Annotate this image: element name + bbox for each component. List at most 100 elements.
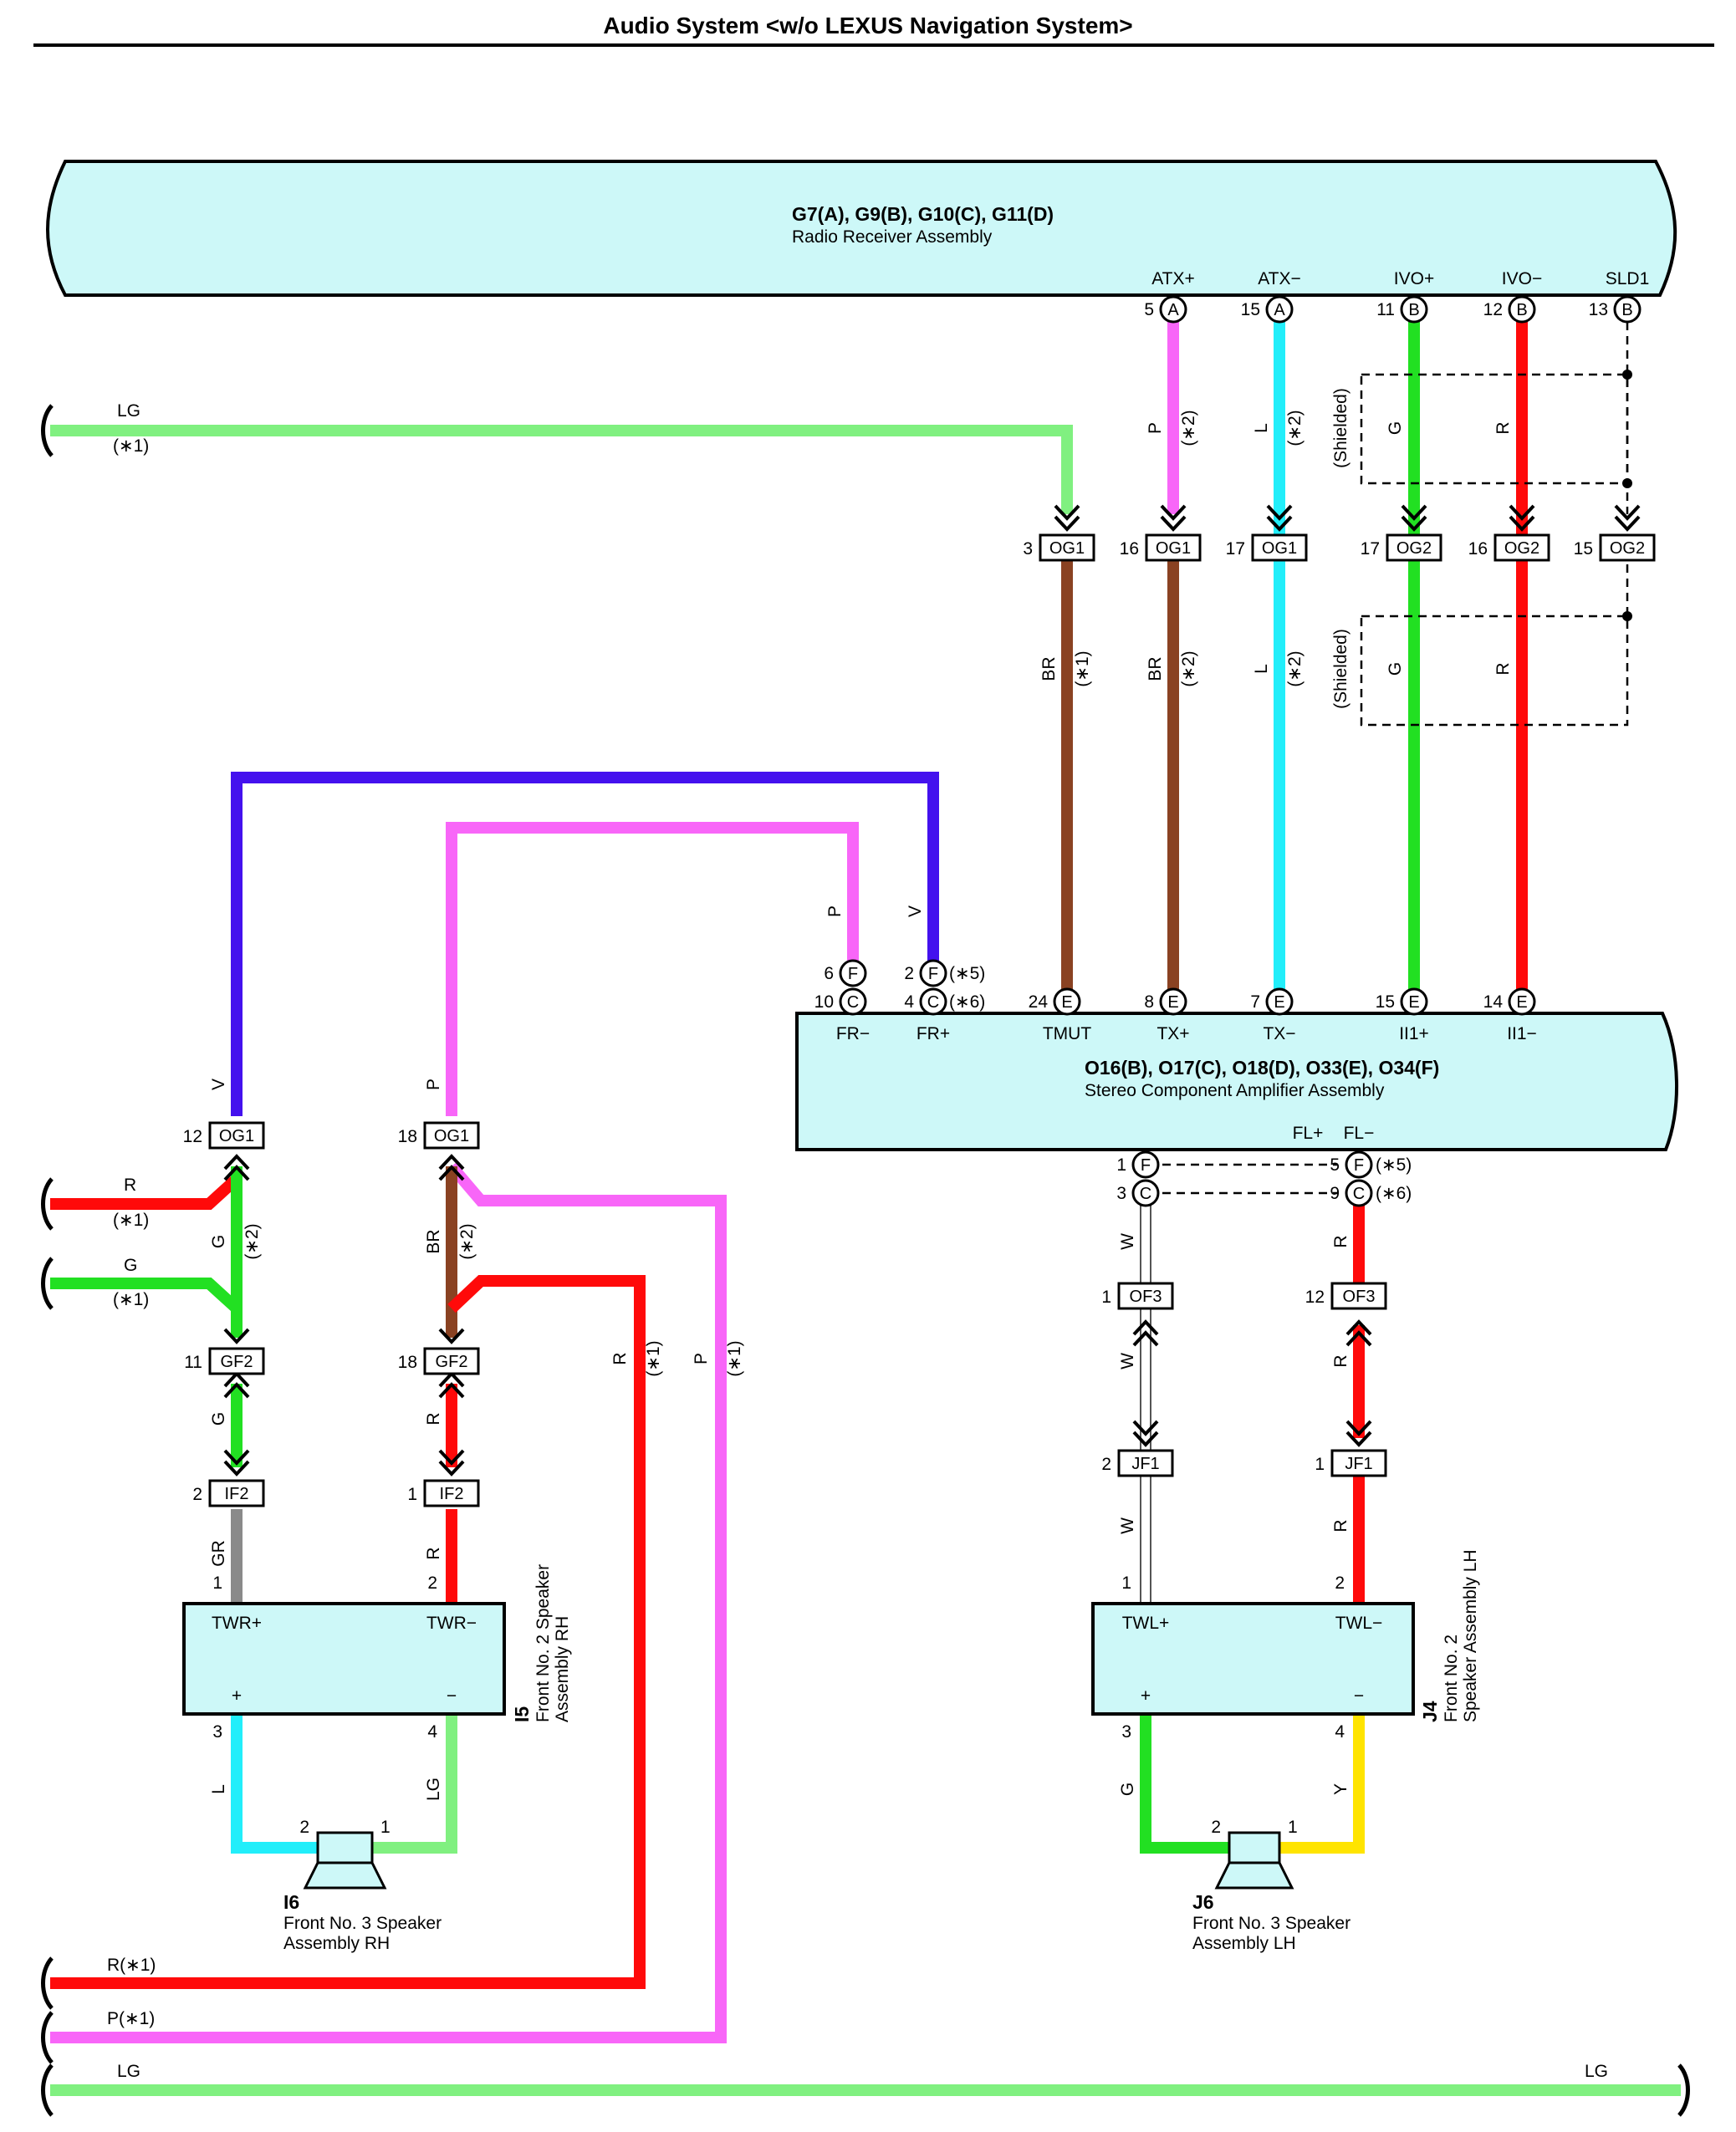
- label-tx-minus-l: L: [1252, 664, 1271, 674]
- label-lg-top-note: (∗1): [113, 436, 149, 456]
- label-rh-l: L: [209, 1784, 228, 1794]
- svg-text:12: 12: [1483, 300, 1503, 319]
- twl-plus-label: TWL+: [1122, 1614, 1170, 1633]
- label-ii1-minus-r: R: [1493, 662, 1513, 675]
- pin-twl-plus: 1: [1121, 1573, 1131, 1593]
- label-tmut-br: BR: [1039, 656, 1059, 681]
- stereo-amplifier-assembly: FR− FR+ TMUT TX+ TX− II1+ II1− O16(B), O…: [795, 1012, 1678, 1151]
- label-br-n2-note: (∗2): [457, 1223, 477, 1259]
- wire-lg-rh-spk: [372, 1714, 457, 1854]
- svg-text:10: 10: [814, 992, 834, 1012]
- wire-lg-top: [50, 425, 1073, 514]
- shield-box-lower: [1360, 615, 1629, 727]
- wire-labels: LG (∗1) P (∗2) L (∗2) (Shielded) G R BR …: [107, 388, 1608, 2081]
- radio-term-atx-plus: ATX+: [1151, 269, 1195, 288]
- label-of3-jf1-r: R: [1331, 1354, 1351, 1367]
- svg-text:3: 3: [1116, 1184, 1126, 1203]
- pin-lh-spk-2: 2: [1211, 1818, 1221, 1837]
- speaker-rh-line1: Front No. 3 Speaker: [283, 1914, 442, 1933]
- pin-lh-out-plus: 3: [1121, 1722, 1131, 1742]
- amp-name: Stereo Component Amplifier Assembly: [1085, 1081, 1385, 1100]
- wire-y-lh-spk: [1279, 1714, 1365, 1854]
- svg-text:GF2: GF2: [436, 1353, 468, 1371]
- speaker-rh-code: I6: [283, 1891, 299, 1913]
- svg-text:11: 11: [184, 1353, 202, 1372]
- svg-text:1: 1: [1315, 1455, 1325, 1474]
- junction-og2-16: OG2 16: [1468, 533, 1550, 562]
- label-lh-g: G: [1118, 1783, 1137, 1796]
- label-og1-12-v: V: [209, 1079, 228, 1090]
- shield-dots: [1622, 370, 1632, 621]
- label-shielded-upper: (Shielded): [1331, 388, 1351, 468]
- terminal-tx-plus: E 8: [1144, 987, 1187, 1016]
- svg-text:E: E: [1516, 993, 1527, 1012]
- svg-text:(∗5): (∗5): [1376, 1155, 1412, 1175]
- svg-text:1: 1: [1101, 1288, 1111, 1307]
- junction-jf1-1: JF1 1: [1315, 1449, 1387, 1477]
- svg-text:9: 9: [1330, 1184, 1340, 1203]
- label-ivo-minus-r: R: [1493, 421, 1513, 434]
- label-lg-bottom-left: LG: [117, 2062, 140, 2081]
- svg-text:1: 1: [407, 1485, 417, 1504]
- pin-rh-spk-2: 2: [299, 1818, 309, 1837]
- label-r-left-note: (∗1): [113, 1211, 149, 1230]
- speaker-lh-line2: Assembly LH: [1192, 1934, 1296, 1953]
- svg-text:OG2: OG2: [1610, 539, 1645, 558]
- svg-text:12: 12: [1305, 1288, 1325, 1307]
- fl-dashed-links: [1162, 1163, 1338, 1195]
- svg-text:15: 15: [1574, 539, 1593, 559]
- svg-text:IF2: IF2: [440, 1485, 464, 1503]
- wire-fr-plus-v: [231, 772, 939, 1116]
- svg-text:2: 2: [192, 1485, 202, 1504]
- svg-text:1: 1: [1116, 1155, 1126, 1175]
- amp-terminal-pins: F 6 C 10 F 2 (∗5) C 4 (∗6) E 24 E: [814, 959, 1536, 1207]
- svg-text:(∗5): (∗5): [949, 964, 985, 983]
- terminal-atx-plus: A 5: [1144, 295, 1187, 324]
- label-r-n1-bottom: R(∗1): [107, 1956, 156, 1975]
- label-g-left: G: [124, 1256, 137, 1275]
- svg-text:15: 15: [1376, 992, 1395, 1012]
- radio-term-sld1: SLD1: [1606, 269, 1650, 288]
- speaker-assy-lh-line1: Front No. 2: [1442, 1635, 1461, 1722]
- label-p-n1-bottom: P(∗1): [107, 2009, 155, 2028]
- label-gf2-if2-r: R: [424, 1412, 443, 1425]
- junction-connectors: OG1 3 OG1 16 OG1 17 OG2 17 OG2 16 OG2 15: [183, 533, 1656, 1507]
- label-r-left: R: [124, 1176, 136, 1195]
- terminal-ivo-minus: B 12: [1483, 295, 1536, 324]
- break-r-n1: [41, 1177, 54, 1231]
- svg-text:OG1: OG1: [1262, 539, 1297, 558]
- label-br-n2: BR: [424, 1229, 443, 1253]
- speaker-assembly-lh: TWL+ TWL− + − 1 2 3 4 J4 Front No. 2 Spe…: [1091, 1549, 1480, 1742]
- svg-text:C: C: [1353, 1185, 1365, 1203]
- label-of3-jf1-w: W: [1118, 1353, 1137, 1369]
- svg-text:C: C: [847, 993, 859, 1012]
- junction-of3-12: OF3 12: [1305, 1282, 1387, 1310]
- svg-text:OG1: OG1: [219, 1127, 254, 1145]
- svg-text:6: 6: [824, 964, 834, 983]
- speaker-icon: [1214, 1831, 1294, 1890]
- radio-term-atx-minus: ATX−: [1258, 269, 1301, 288]
- speaker-lh: 2 1 J6 Front No. 3 Speaker Assembly LH: [1192, 1818, 1351, 1953]
- wires: [50, 322, 1681, 2096]
- amp-term-tx-plus: TX+: [1156, 1024, 1189, 1043]
- amp-term-tx-minus: TX−: [1263, 1024, 1295, 1043]
- svg-text:17: 17: [1361, 539, 1380, 559]
- pin-twl-minus: 2: [1335, 1573, 1345, 1593]
- label-twr-minus-r: R: [424, 1547, 443, 1559]
- svg-text:18: 18: [398, 1353, 417, 1372]
- svg-text:3: 3: [1023, 539, 1033, 559]
- svg-text:F: F: [848, 965, 858, 983]
- junction-if2-1: IF2 1: [407, 1479, 480, 1507]
- junction-og2-15: OG2 15: [1574, 533, 1656, 562]
- junction-gf2-11: GF2 11: [184, 1347, 265, 1375]
- radio-name: Radio Receiver Assembly: [792, 227, 993, 247]
- svg-text:B: B: [1408, 301, 1419, 319]
- svg-text:IF2: IF2: [225, 1485, 249, 1503]
- terminal-fl-plus-c: C 3: [1116, 1179, 1160, 1207]
- lh-plus-label: +: [1141, 1686, 1151, 1706]
- label-atx-minus-l: L: [1252, 423, 1271, 433]
- svg-text:C: C: [1140, 1185, 1151, 1203]
- svg-text:(∗6): (∗6): [1376, 1184, 1412, 1203]
- terminal-fl-minus-f: F 5 (∗5): [1330, 1150, 1412, 1179]
- svg-text:24: 24: [1029, 992, 1049, 1012]
